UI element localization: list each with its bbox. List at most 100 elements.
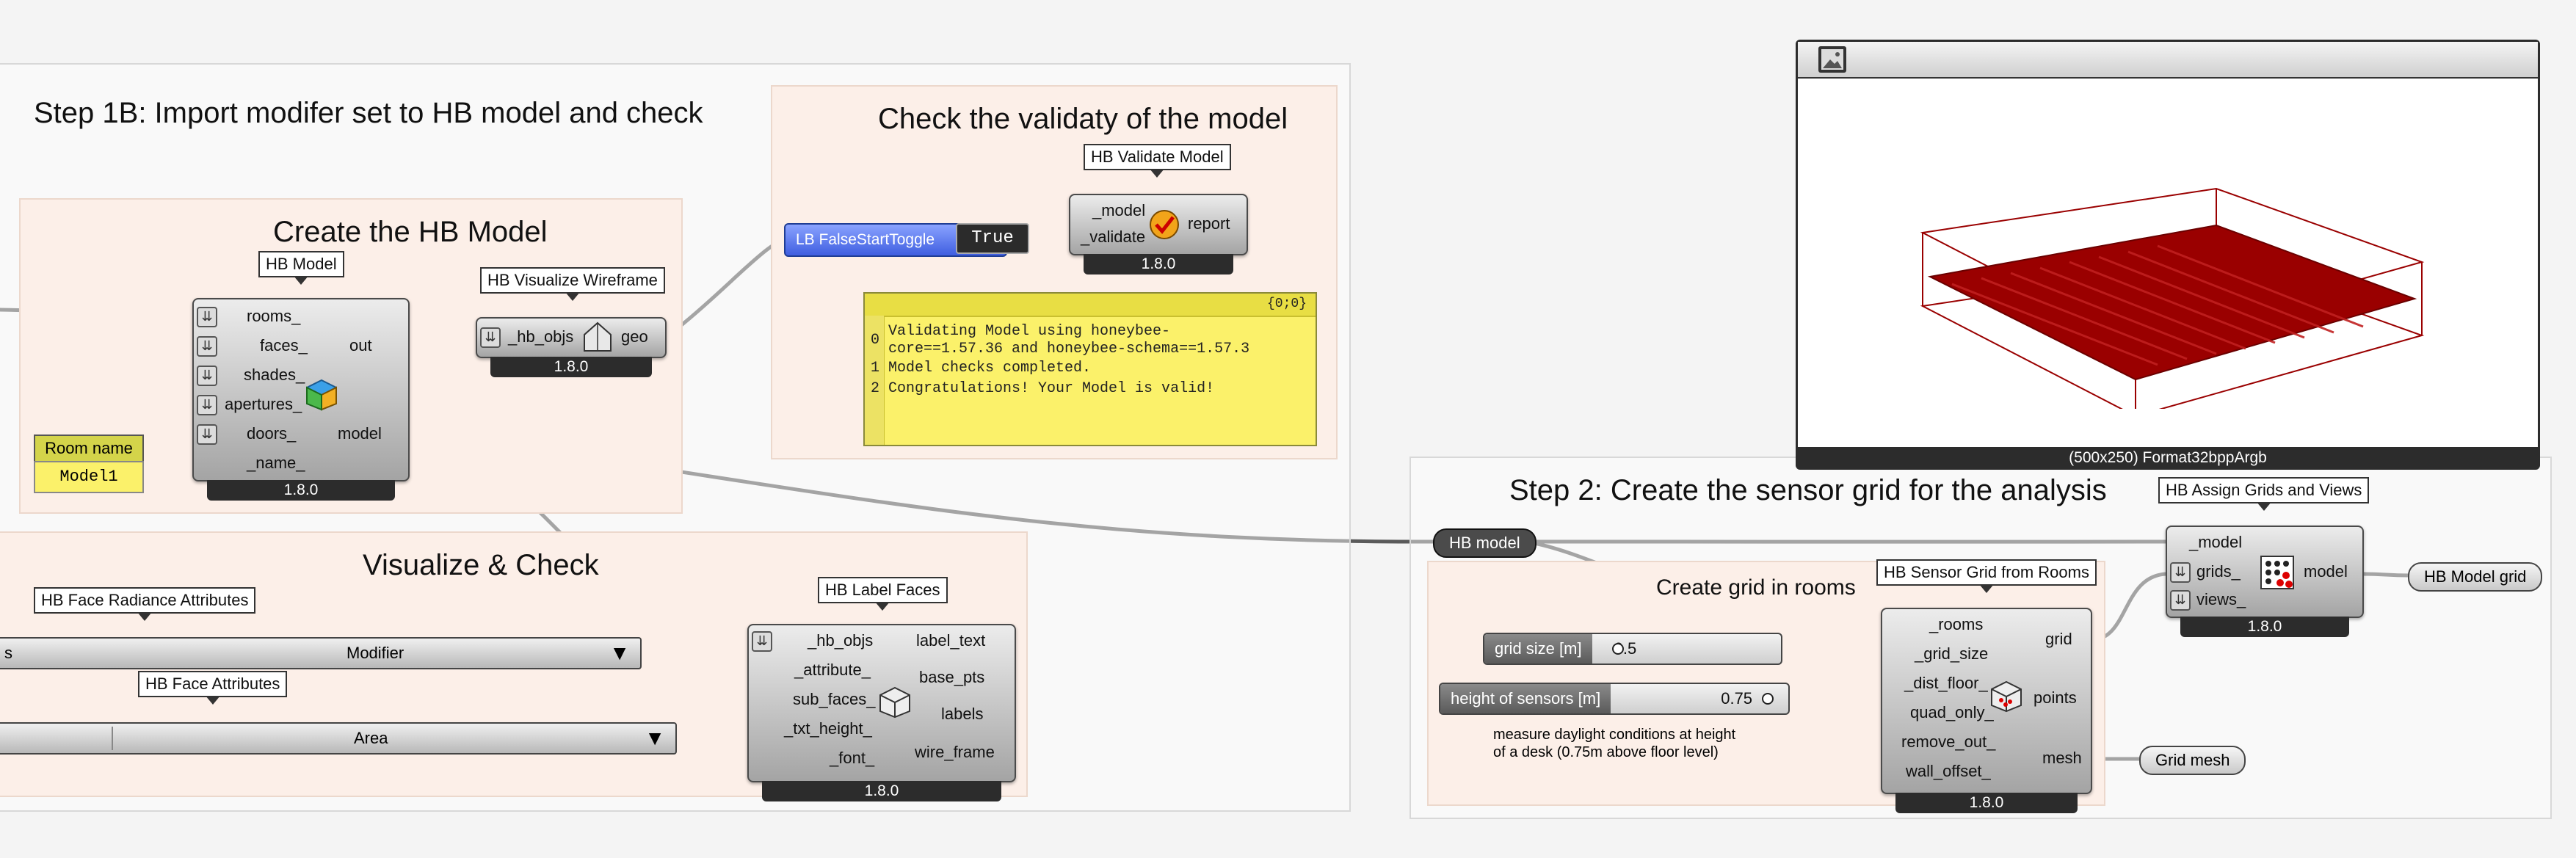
height-label: height of sensors [m]	[1440, 684, 1611, 713]
image-icon[interactable]	[1818, 46, 1846, 73]
panel-index-column	[865, 316, 885, 445]
panel-line-2: Model checks completed.	[888, 360, 1092, 377]
hb-sensor-grid-from-rooms[interactable]: _rooms _grid_size _dist_floor_ quad_only…	[1881, 608, 2092, 813]
label-faces-in-hb-objs[interactable]: _hb_objs	[808, 631, 874, 650]
wireframe-in-hb-objs[interactable]: _hb_objs	[508, 327, 574, 346]
hb-model-relay[interactable]: HB model	[1433, 528, 1536, 558]
hb-objs-list-icon: ⇊	[752, 631, 772, 652]
radiance-attrs-left: s	[4, 644, 12, 662]
label-cube-icon	[879, 686, 910, 719]
label-faces-in-txt-height[interactable]: _txt_height_	[784, 719, 872, 738]
assign-in-model[interactable]: _model	[2189, 533, 2243, 551]
sensor-in-dist-floor[interactable]: _dist_floor_	[1904, 674, 1988, 692]
group-visualize-title: Visualize & Check	[363, 549, 599, 581]
sensor-in-grid-size[interactable]: _grid_size	[1915, 644, 1989, 663]
hb-validate-model[interactable]: _model _validate report 1.8.0	[1069, 194, 1248, 275]
shades-list-icon: ⇊	[197, 366, 217, 386]
assign-in-grids[interactable]: grids_	[2196, 562, 2241, 581]
report-panel[interactable]: {0;0} 0 Validating Model using honeybee-…	[863, 292, 1317, 446]
validate-in-model[interactable]: _model	[1092, 201, 1146, 219]
sensor-in-wall-offset[interactable]: wall_offset_	[1906, 762, 1991, 780]
label-faces-out-wire-frame[interactable]: wire_frame	[915, 743, 995, 761]
panel-line-0: Validating Model using honeybee-	[888, 323, 1171, 340]
face-attrs-selected: Area	[354, 729, 388, 747]
hb-visualize-wireframe[interactable]: ⇊ _hb_objs geo 1.8.0	[476, 317, 667, 377]
label-faces-out-label-text[interactable]: label_text	[916, 631, 986, 650]
panel-path-bar	[865, 294, 1316, 317]
assign-out-model[interactable]: model	[2304, 562, 2348, 581]
face-attrs-divider	[112, 727, 113, 750]
image-viewer-header	[1798, 42, 2538, 79]
wireframe-out-geo[interactable]: geo	[621, 327, 648, 346]
slider-knob-icon[interactable]	[1612, 643, 1624, 655]
label-faces-in-font[interactable]: _font_	[830, 749, 875, 767]
sensor-out-grid[interactable]: grid	[2045, 630, 2072, 648]
sensor-cube-icon	[1991, 680, 2022, 713]
panel-line-3-idx: 2	[871, 380, 880, 397]
face-attrs-tag: HB Face Attributes	[138, 671, 288, 705]
image-viewer-caption: (500x250) Format32bppArgb	[1798, 447, 2538, 469]
slider-knob-icon[interactable]	[1762, 693, 1774, 705]
hb-model-in-rooms[interactable]: rooms_	[247, 307, 301, 325]
label-faces-in-attribute[interactable]: _attribute_	[794, 661, 871, 679]
hb-model-version: 1.8.0	[207, 480, 395, 501]
house-wireframe-icon	[584, 321, 612, 352]
group-step1b-title: Step 1B: Import modifer set to HB model …	[34, 97, 703, 129]
hb-label-faces[interactable]: ⇊ _hb_objs _attribute_ sub_faces_ _txt_h…	[747, 624, 1016, 801]
model-cube-icon	[306, 379, 337, 411]
hb-objs-list-icon: ⇊	[480, 327, 501, 348]
sensor-out-mesh[interactable]: mesh	[2042, 749, 2082, 767]
faces-list-icon: ⇊	[197, 336, 217, 357]
label-faces-version: 1.8.0	[762, 781, 1001, 801]
dropdown-arrow-icon[interactable]: ▼	[609, 641, 630, 664]
sensor-in-quad-only[interactable]: quad_only_	[1910, 703, 1994, 721]
validate-out-report[interactable]: report	[1188, 214, 1230, 233]
radiance-attrs-tag: HB Face Radiance Attributes	[34, 587, 256, 621]
hb-model-out-out[interactable]: out	[349, 336, 372, 355]
sensor-in-rooms[interactable]: _rooms	[1929, 615, 1984, 633]
hb-model-grid-output[interactable]: HB Model grid	[2408, 562, 2543, 592]
assign-grids-tag: HB Assign Grids and Views	[2158, 477, 2370, 511]
height-slider[interactable]: height of sensors [m] 0.75	[1439, 683, 1790, 715]
grid-mesh-output[interactable]: Grid mesh	[2139, 746, 2246, 775]
hb-model-in-faces[interactable]: faces_	[260, 336, 308, 355]
label-faces-out-base-pts[interactable]: base_pts	[919, 668, 985, 686]
room-name-label: Room name	[34, 435, 144, 462]
hb-assign-grids-views[interactable]: _model ⇊ grids_ ⇊ views_ model 1.8.0	[2166, 526, 2364, 637]
assign-in-views[interactable]: views_	[2196, 590, 2246, 608]
group-create-grid-title: Create grid in rooms	[1656, 575, 1856, 600]
wireframe-version: 1.8.0	[490, 357, 652, 377]
hb-model-out-model[interactable]: model	[338, 424, 382, 443]
views-list-icon: ⇊	[2170, 590, 2191, 611]
rooms-list-icon: ⇊	[197, 307, 217, 327]
validate-in-validate[interactable]: _validate	[1081, 228, 1146, 246]
radiance-attrs-selected: Modifier	[347, 644, 404, 662]
sensor-in-remove-out[interactable]: remove_out_	[1901, 732, 1996, 751]
wireframe-tag: HB Visualize Wireframe	[480, 267, 665, 301]
panel-line-0-idx: 0	[871, 332, 880, 349]
face-attrs-list[interactable]: Area ▼	[0, 722, 677, 755]
label-faces-out-labels[interactable]: labels	[941, 705, 984, 723]
dropdown-arrow-icon[interactable]: ▼	[645, 727, 665, 749]
sensor-version: 1.8.0	[1895, 793, 2078, 813]
hb-model-in-apertures[interactable]: apertures_	[225, 395, 302, 413]
group-step2-title: Step 2: Create the sensor grid for the a…	[1509, 474, 2107, 506]
image-viewer[interactable]: (500x250) Format32bppArgb	[1796, 40, 2540, 470]
hb-model-in-doors[interactable]: doors_	[247, 424, 297, 443]
room-name-value[interactable]: Model1	[34, 461, 144, 493]
hb-model-in-name[interactable]: _name_	[247, 454, 305, 472]
apertures-list-icon: ⇊	[197, 395, 217, 415]
hb-model-in-shades[interactable]: shades_	[244, 366, 305, 384]
sensor-out-points[interactable]: points	[2033, 688, 2077, 707]
label-faces-tag: HB Label Faces	[818, 577, 948, 611]
toggle-value[interactable]: True	[956, 223, 1029, 254]
label-faces-in-sub-faces[interactable]: sub_faces_	[793, 690, 876, 708]
radiance-attrs-list[interactable]: s Modifier ▼	[0, 637, 642, 669]
grids-list-icon: ⇊	[2170, 562, 2191, 583]
grid-size-slider[interactable]: grid size [m] 0.5	[1483, 633, 1782, 665]
hb-model-component[interactable]: ⇊ ⇊ ⇊ ⇊ ⇊ rooms_ faces_ shades_ aperture…	[192, 298, 410, 501]
wire-assign-out	[2360, 572, 2412, 578]
validate-tag: HB Validate Model	[1084, 144, 1231, 178]
note-line-1: measure daylight conditions at height	[1493, 727, 1736, 743]
model-preview	[1920, 187, 2425, 409]
